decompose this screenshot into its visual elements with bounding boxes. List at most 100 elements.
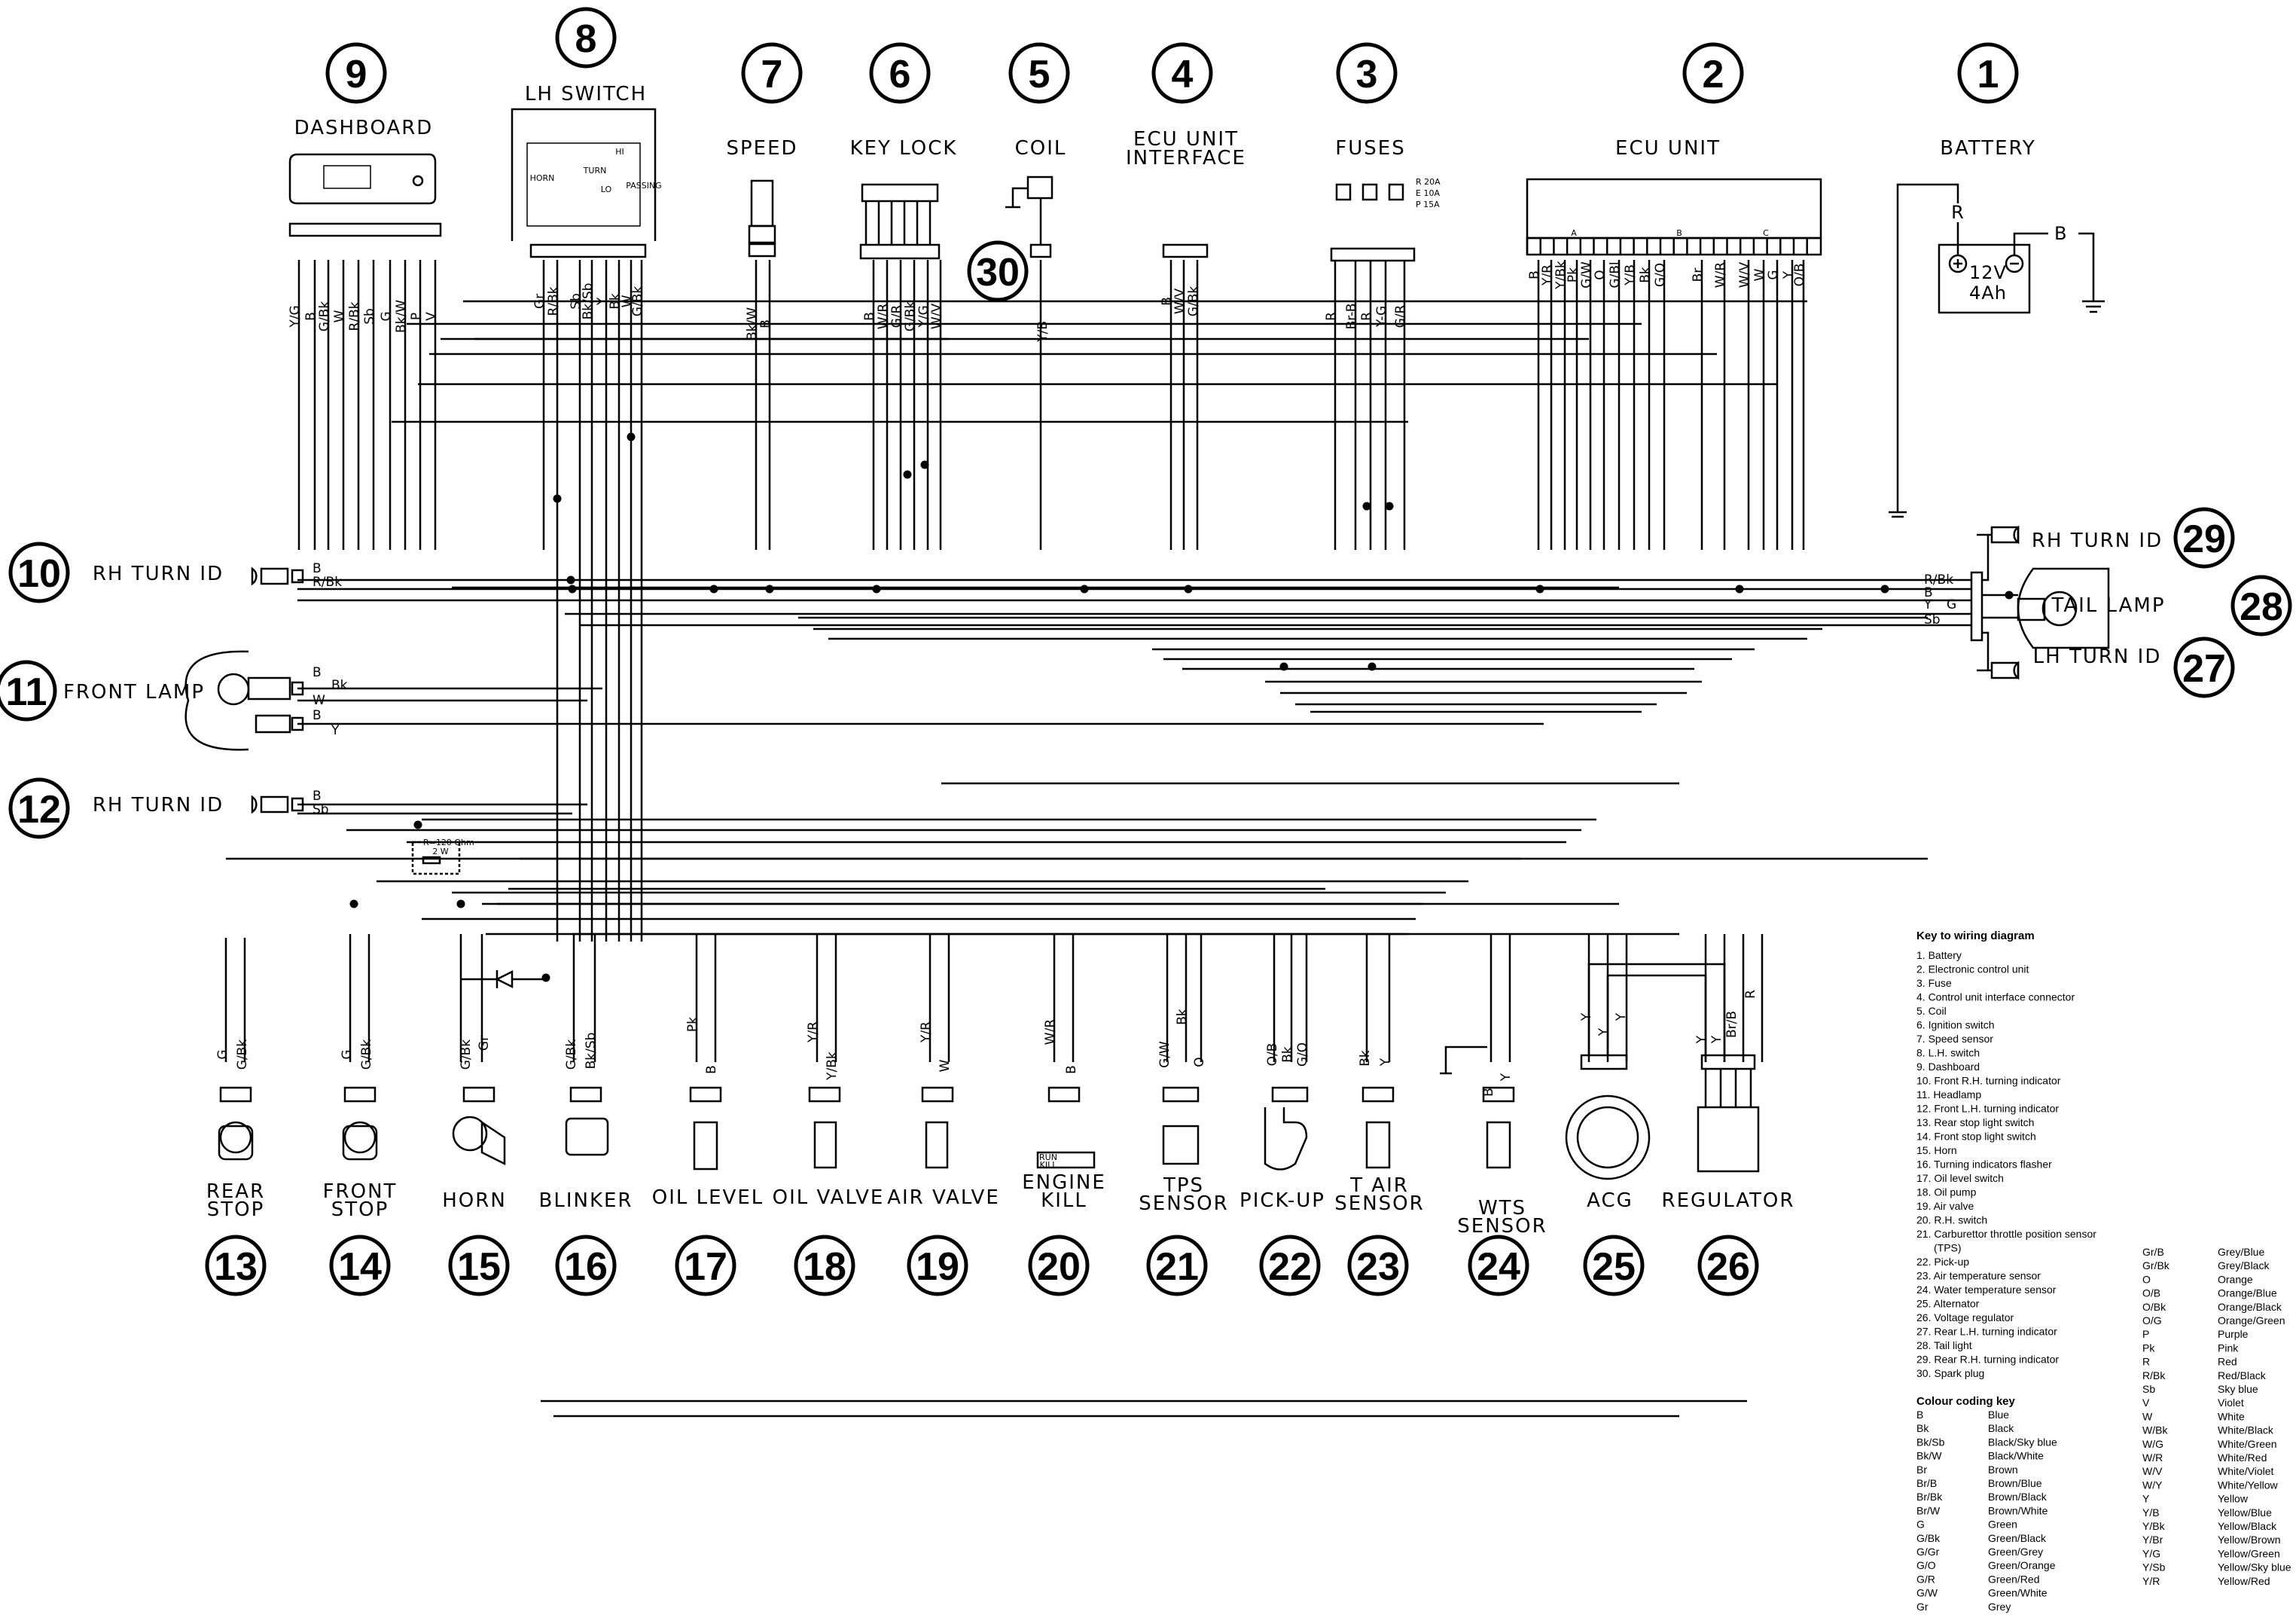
junction-dot: [566, 575, 575, 585]
front-lamp-wire-label: B: [313, 708, 322, 723]
ecu-wire-label: W/V: [1737, 262, 1752, 288]
colour-code: Y/B: [2142, 1506, 2160, 1519]
colour-name: White/Violet: [2218, 1465, 2274, 1477]
colour-code: R: [2142, 1356, 2150, 1368]
wire: [2078, 232, 2095, 301]
keylock-wire-label: G/Bk: [903, 301, 918, 332]
component-symbols: [0, 7, 2292, 1296]
key-lock-label: KEY LOCK: [850, 137, 958, 160]
keylock-wire-label: B: [862, 312, 877, 321]
colour-name: Red/Black: [2218, 1369, 2267, 1381]
ecu-wire-label: B: [1527, 270, 1542, 279]
ecu-unit-label: ECU UNIT: [1615, 137, 1721, 160]
key-item: 6. Ignition switch: [1916, 1019, 1995, 1031]
bottom-wire-label: Y: [1499, 1073, 1514, 1082]
bottom-wire-label: G/Bk: [235, 1039, 250, 1070]
colour-name: Green/Grey: [1988, 1546, 2043, 1558]
connector: [808, 1086, 841, 1103]
lhsw-wire-label: Y: [595, 297, 610, 306]
stop-switch: [219, 1121, 252, 1154]
component-number-badge: [1146, 1235, 1208, 1296]
stop-switch-frame: [342, 1125, 378, 1161]
key-item: 21. Carburettor throttle position sensor: [1916, 1228, 2096, 1240]
component-number-badge: [1697, 1235, 1759, 1296]
junction-dot: [456, 899, 465, 908]
colour-code: Br: [1916, 1464, 1927, 1476]
key-item: 17. Oil level switch: [1916, 1172, 2004, 1184]
component-number-badge: [325, 42, 387, 104]
dashboard-knob: [412, 175, 424, 187]
dashboard-body: [288, 153, 437, 205]
key-item: 5. Coil: [1916, 1005, 1947, 1017]
lhsw-wire-label: G/Bk: [630, 286, 645, 317]
bottom-wire-label: Y/R: [806, 1021, 821, 1043]
tail-lamp-label: TAIL LAMP: [2051, 594, 2165, 617]
ecu-wire-label: O: [1593, 270, 1608, 279]
colour-name: Yellow/Green: [2218, 1547, 2280, 1559]
connector: [291, 797, 304, 812]
horn-label: HORN: [442, 1189, 507, 1212]
tps-body: [1162, 1125, 1200, 1165]
junction-dot: [1184, 585, 1193, 594]
colour-name: Orange/Black: [2218, 1301, 2282, 1313]
fuse: [1335, 183, 1352, 201]
rh-turn-top-wire-label: R/Bk: [313, 575, 342, 590]
wts-label-2: SENSOR: [1457, 1215, 1547, 1238]
keylock-wire-label: W/R: [876, 304, 891, 330]
colour-code: Gr/Bk: [2142, 1259, 2170, 1271]
ecu-wire-label: Y/R: [1540, 264, 1555, 286]
bottom-wire-label: W/R: [1043, 1019, 1058, 1046]
front-stop-label-2: STOP: [331, 1198, 389, 1221]
horn-body: [452, 1116, 488, 1152]
dashboard-wire-label: G/Bk: [317, 301, 332, 332]
connector: [1162, 1086, 1200, 1103]
key-item: 11. Headlamp: [1916, 1088, 1981, 1100]
key-item: 18. Oil pump: [1916, 1186, 1977, 1198]
colour-code: R/Bk: [2142, 1369, 2166, 1381]
colour-name: Green: [1988, 1519, 2017, 1531]
tail-lamp-socket: [2017, 597, 2046, 621]
front-lamp-wire-label: W: [313, 693, 325, 708]
fuse-connector: [1330, 247, 1416, 262]
ecu-wire-label: O/B: [1792, 264, 1807, 287]
component-number-badge: [1468, 1235, 1529, 1296]
colour-code: W/Y: [2142, 1479, 2163, 1491]
bottom-wire-label: O: [1192, 1057, 1207, 1067]
rh-turn-front-2-label: RH TURN ID: [93, 794, 224, 817]
ecu-wire-label: G/Bl: [1608, 261, 1623, 288]
headlamp-socket: [247, 676, 291, 701]
component-number-badge: [8, 542, 70, 603]
dashboard-wire-label: W: [332, 310, 347, 322]
bottom-wire-label: G: [340, 1049, 355, 1059]
stop-switch-frame: [218, 1125, 254, 1161]
junction-dot: [1735, 585, 1744, 594]
bottom-wire-label: G: [215, 1049, 230, 1059]
ecu-block-a: A: [1571, 228, 1577, 238]
bottom-wire-label: Y/R: [919, 1021, 934, 1043]
colour-name: White/Red: [2218, 1452, 2267, 1464]
colour-code: G: [1916, 1519, 1925, 1531]
acg-loop: [1606, 974, 1707, 1062]
dashboard-wire-label: V: [424, 312, 439, 321]
component-number: 18: [803, 1245, 846, 1289]
dashboard-connector: [288, 222, 442, 237]
key-item: 2. Electronic control unit: [1916, 963, 2029, 975]
colour-code: Br/B: [1916, 1477, 1937, 1489]
keylock-wire-label: G/R: [889, 304, 904, 328]
component-number: 1: [1977, 53, 1999, 96]
rear-wire-label: B: [1924, 585, 1933, 600]
tair-label-2: SENSOR: [1334, 1192, 1424, 1215]
connector: [291, 681, 304, 696]
junction-dot: [541, 973, 550, 982]
colour-name: Yellow: [2218, 1493, 2249, 1505]
oil-level-label: OIL LEVEL: [652, 1186, 764, 1209]
connector: [1029, 243, 1052, 258]
front-lamp-label: FRONT LAMP: [63, 681, 205, 704]
dashboard-display: [323, 165, 371, 189]
lhsw-turn: TURN: [583, 166, 607, 176]
key-item: 27. Rear L.H. turning indicator: [1916, 1326, 2057, 1338]
component-number: 25: [1592, 1245, 1636, 1289]
colour-name: Yellow/Red: [2218, 1575, 2270, 1587]
rear-wire-label: Sb: [1924, 612, 1941, 627]
component-number-badge: [741, 42, 803, 104]
